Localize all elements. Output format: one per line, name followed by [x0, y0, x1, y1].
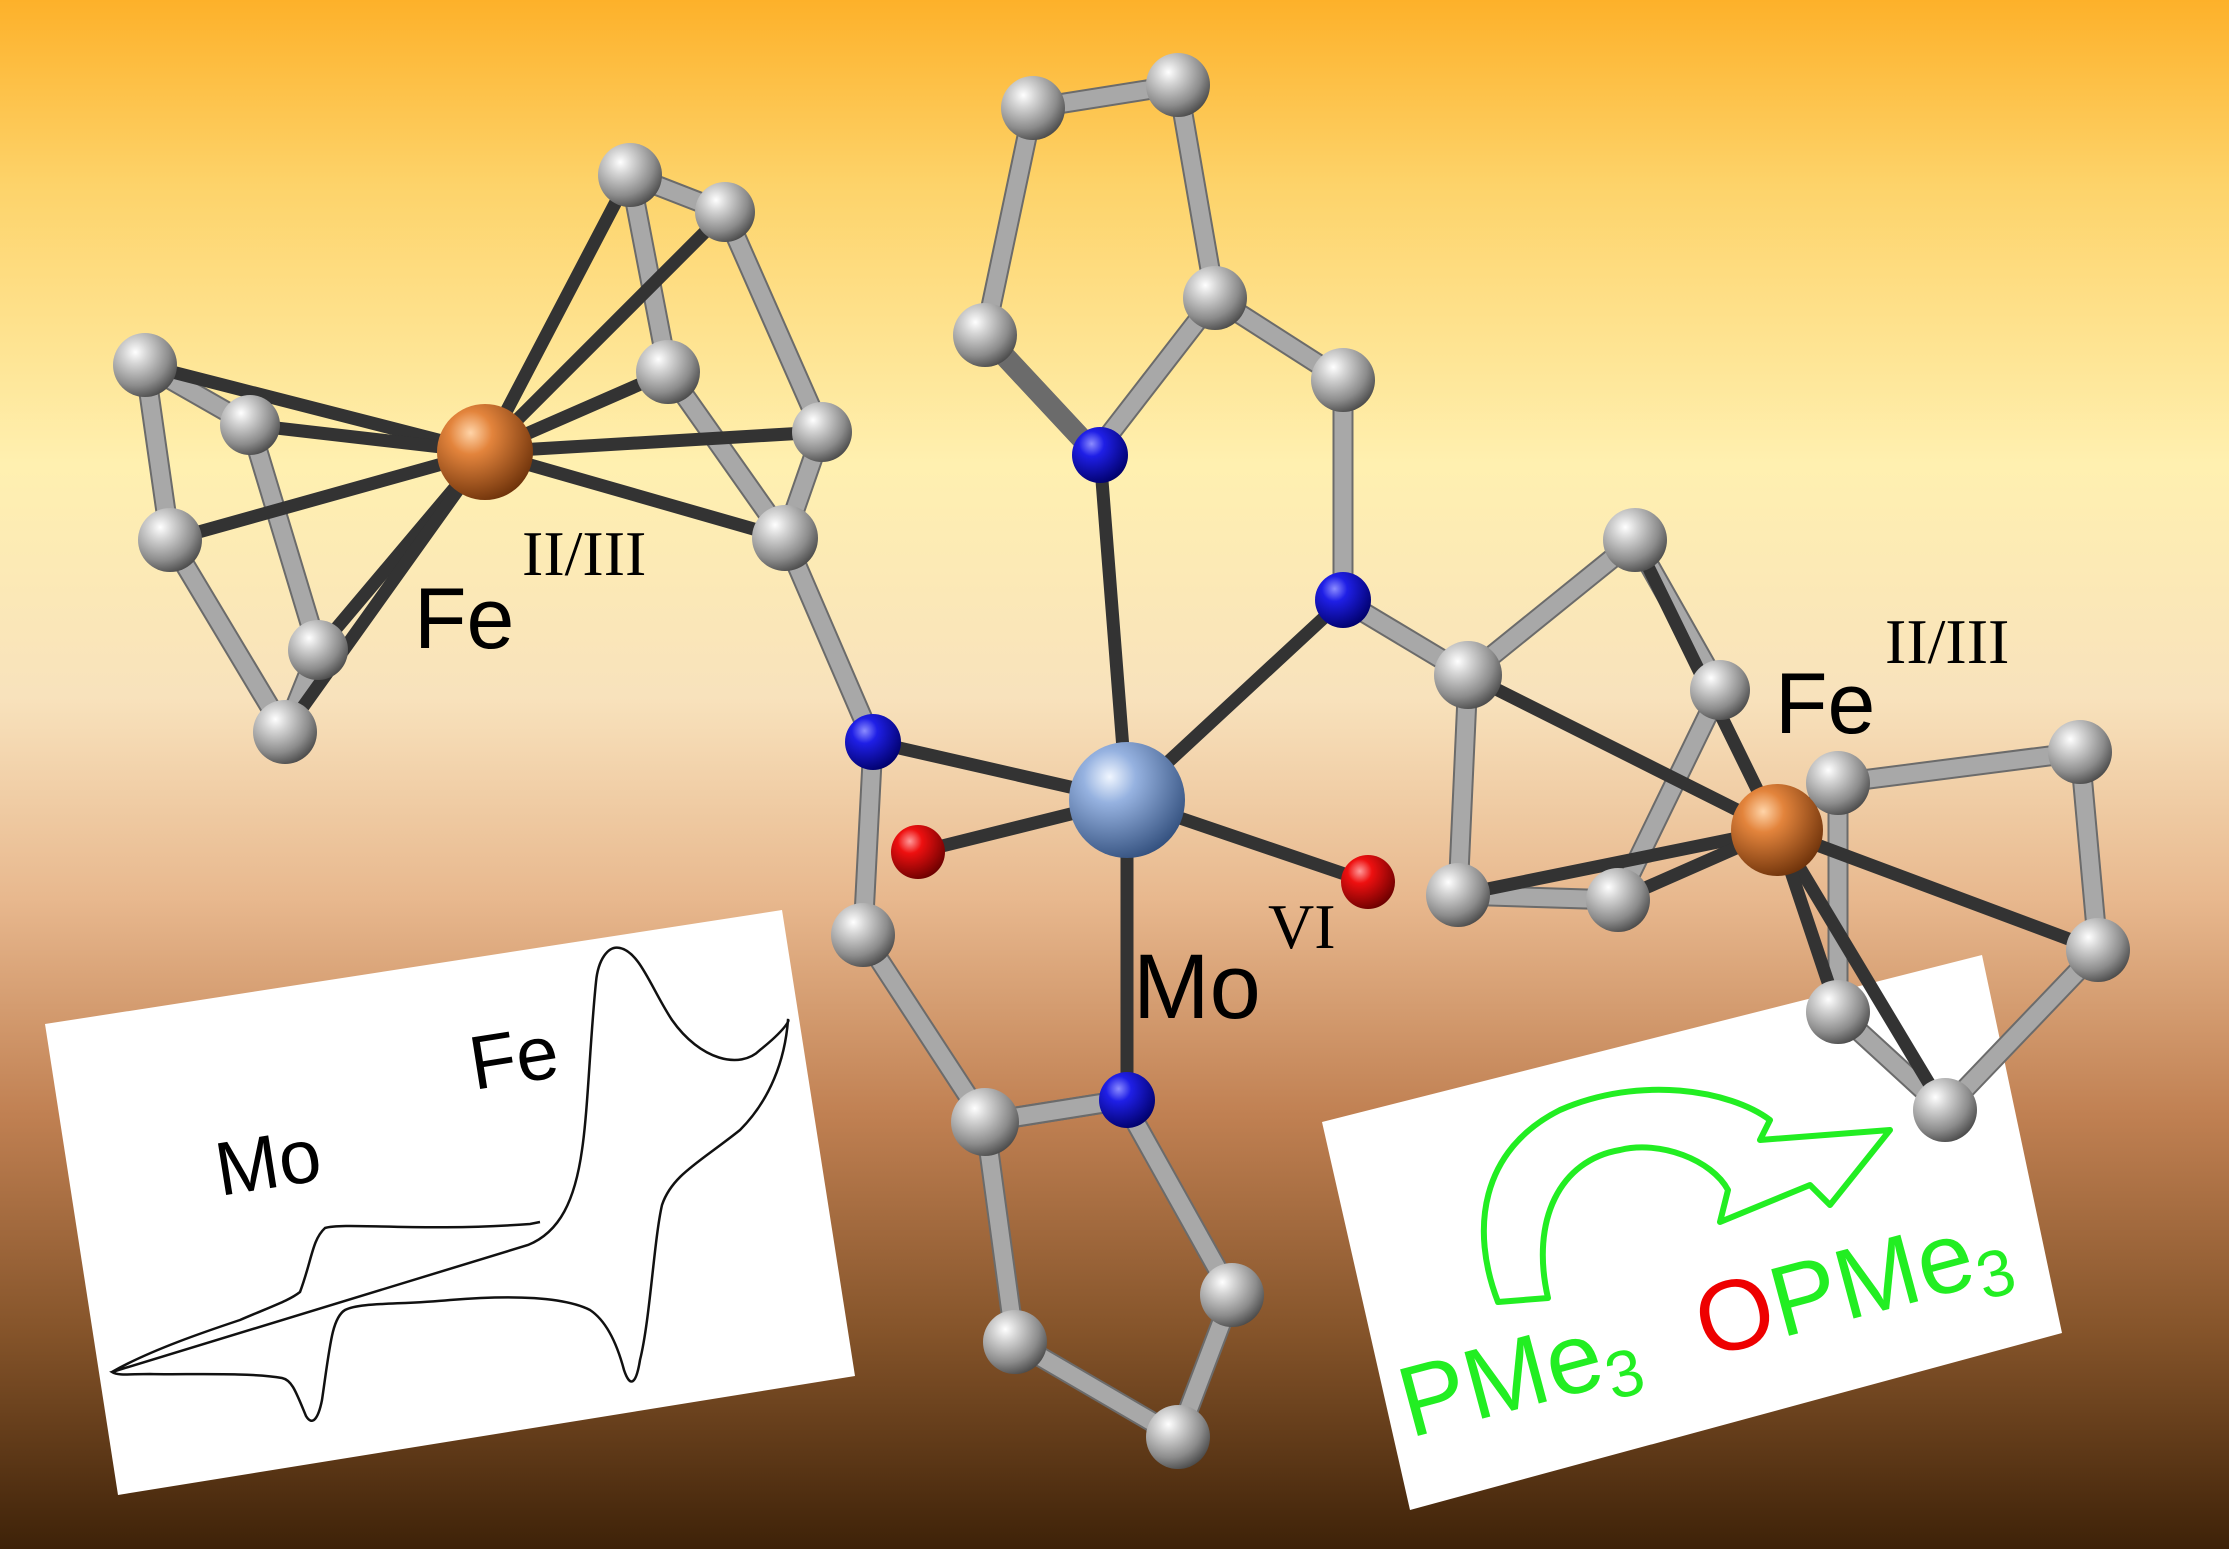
iron-atom-right	[1731, 784, 1823, 876]
nitrogen-atom	[1099, 1072, 1155, 1128]
cyclic-voltammogram-inset: Mo Fe	[45, 910, 855, 1495]
cv-label-fe: Fe	[463, 1009, 564, 1107]
metal-atoms	[437, 404, 1823, 876]
nitrogen-atom	[845, 714, 901, 770]
carbon-atom	[1806, 751, 1870, 815]
molybdenum-atom	[1069, 742, 1185, 858]
carbon-atom	[1311, 348, 1375, 412]
carbon-atom	[1146, 53, 1210, 117]
atom-labels: Fe II/III Fe II/III Mo VI	[414, 518, 2009, 1038]
oxygen-atom	[891, 825, 945, 879]
curved-arrow-icon	[1480, 1086, 1893, 1305]
oxygen-atom	[1341, 855, 1395, 909]
label-fe-right: Fe	[1775, 656, 1875, 752]
label-fe-left: Fe	[414, 571, 514, 667]
carbon-atom	[636, 340, 700, 404]
carbon-atom	[288, 620, 348, 680]
nitrogen-atom	[1072, 427, 1128, 483]
carbon-atom	[1690, 660, 1750, 720]
nitrogen-atom	[1315, 572, 1371, 628]
carbon-atom	[1434, 641, 1502, 709]
carbon-atom	[1146, 1405, 1210, 1469]
label-fe-left-oxidation: II/III	[522, 518, 646, 589]
carbon-atom	[1426, 863, 1490, 927]
carbon-atom	[1001, 76, 1065, 140]
carbon-atom	[1806, 980, 1870, 1044]
carbon-atom	[983, 1310, 1047, 1374]
carbon-atom	[1183, 266, 1247, 330]
carbon-atom	[253, 700, 317, 764]
carbon-atom	[1603, 508, 1667, 572]
oxygen-atoms	[891, 825, 1395, 909]
carbon-atoms	[113, 53, 2130, 1469]
carbon-atom	[598, 143, 662, 207]
carbon-atom	[831, 903, 895, 967]
reaction-inset-panel	[1322, 955, 2062, 1510]
cv-label-mo: Mo	[209, 1112, 327, 1212]
label-mo: Mo	[1133, 936, 1261, 1038]
carbon-atom	[113, 333, 177, 397]
carbon-atom	[953, 303, 1017, 367]
carbon-atom	[220, 395, 280, 455]
carbon-atom	[951, 1088, 1019, 1156]
label-mo-oxidation: VI	[1268, 891, 1336, 962]
carbon-atom	[1200, 1263, 1264, 1327]
iron-atom-left	[437, 404, 533, 500]
oxygen-atom-transfer-inset: PMe3 OPMe3	[1322, 955, 2062, 1510]
carbon-atom	[1586, 868, 1650, 932]
carbon-atom	[2048, 720, 2112, 784]
carbon-atom	[695, 182, 755, 242]
carbon-atom	[1913, 1078, 1977, 1142]
cv-inset-panel	[45, 910, 855, 1495]
carbon-atom	[2066, 918, 2130, 982]
nitrogen-atoms	[845, 427, 1371, 1128]
label-fe-right-oxidation: II/III	[1885, 606, 2009, 677]
carbon-atom	[138, 508, 202, 572]
carbon-atom	[752, 505, 818, 571]
carbon-atom	[792, 402, 852, 462]
cv-trace	[109, 946, 790, 1422]
